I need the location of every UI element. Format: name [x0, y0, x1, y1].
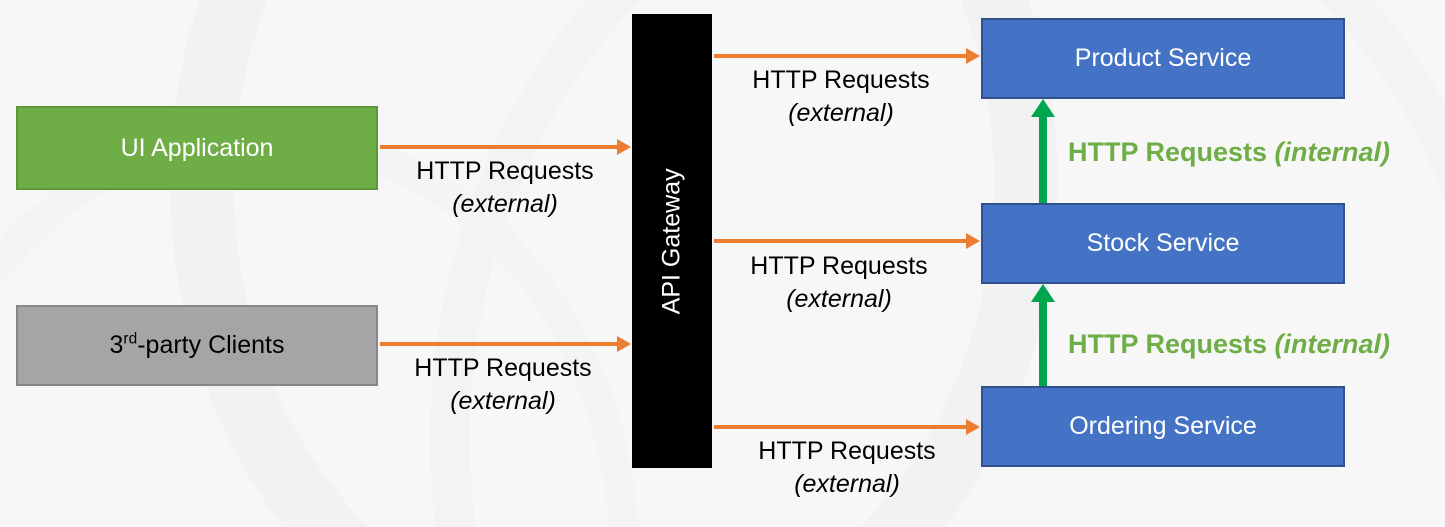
node-product-service[interactable]: Product Service: [981, 18, 1345, 99]
edge-label-line2: (external): [452, 190, 558, 218]
edge-label-api-gateway-to-stock-service: HTTP Requests (external): [714, 250, 964, 316]
internal-label-italic: (internal): [1267, 137, 1391, 167]
node-stock-service-label: Stock Service: [1086, 229, 1240, 258]
node-third-party-superscript: rd: [123, 330, 138, 348]
edge-label-line1: HTTP Requests: [414, 354, 592, 382]
node-product-service-label: Product Service: [1074, 44, 1252, 73]
node-third-party-suffix: -party Clients: [137, 331, 285, 360]
node-third-party-clients-label: 3rd-party Clients: [110, 331, 285, 360]
arrow-ordering-service-to-stock-service: [1031, 284, 1055, 386]
edge-label-line1: HTTP Requests: [750, 252, 928, 280]
edge-label-line1: HTTP Requests: [758, 437, 936, 465]
edge-label-ordering-to-stock-internal: HTTP Requests (internal): [1068, 331, 1390, 358]
edge-label-line2: (external): [450, 387, 556, 415]
arrow-stock-service-to-product-service: [1031, 99, 1055, 203]
arrow-ui-application-to-api-gateway: [380, 139, 631, 155]
node-stock-service[interactable]: Stock Service: [981, 203, 1345, 284]
node-api-gateway[interactable]: API Gateway: [632, 14, 712, 468]
arrow-third-party-clients-to-api-gateway: [380, 336, 631, 352]
edge-label-line2: (external): [788, 99, 894, 127]
arrow-api-gateway-to-ordering-service: [714, 419, 980, 435]
internal-label-bold: HTTP Requests: [1068, 329, 1268, 359]
edge-label-line2: (external): [794, 470, 900, 498]
edge-label-stock-to-product-internal: HTTP Requests (internal): [1068, 139, 1390, 166]
internal-label-bold: HTTP Requests: [1068, 137, 1268, 167]
edge-label-line1: HTTP Requests: [416, 157, 594, 185]
node-api-gateway-label: API Gateway: [657, 168, 686, 314]
node-ordering-service-label: Ordering Service: [1069, 412, 1257, 441]
edge-label-ui-application-to-api-gateway: HTTP Requests (external): [380, 155, 630, 221]
node-third-party-prefix: 3: [109, 331, 124, 360]
node-third-party-clients[interactable]: 3rd-party Clients: [16, 305, 378, 386]
node-ui-application[interactable]: UI Application: [16, 106, 378, 190]
node-ui-application-label: UI Application: [120, 133, 274, 162]
edge-label-api-gateway-to-product-service: HTTP Requests (external): [716, 64, 966, 130]
edge-label-line2: (external): [786, 285, 892, 313]
node-ordering-service[interactable]: Ordering Service: [981, 386, 1345, 467]
arrow-api-gateway-to-product-service: [714, 48, 980, 64]
internal-label-italic: (internal): [1267, 329, 1391, 359]
edge-label-api-gateway-to-ordering-service: HTTP Requests (external): [722, 435, 972, 501]
edge-label-line1: HTTP Requests: [752, 66, 930, 94]
arrow-api-gateway-to-stock-service: [714, 233, 980, 249]
edge-label-third-party-clients-to-api-gateway: HTTP Requests (external): [378, 352, 628, 418]
